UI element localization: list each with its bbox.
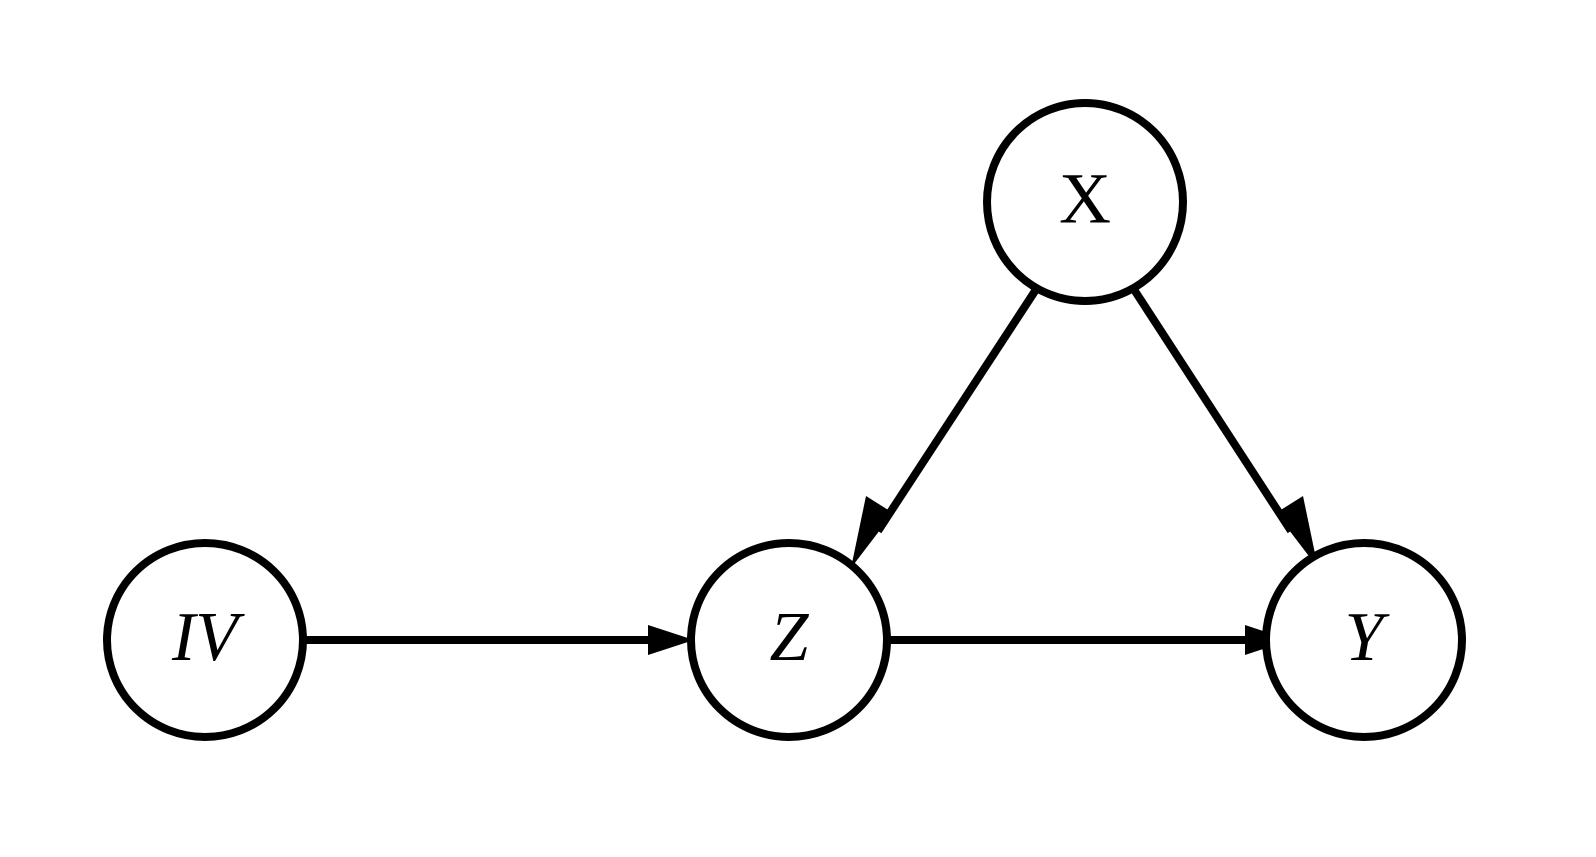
edge-x-to-z-arrowhead xyxy=(851,496,893,568)
node-x-label: X xyxy=(1059,159,1111,239)
edge-layer xyxy=(304,285,1318,655)
edge-x-to-z-line xyxy=(874,285,1041,534)
edge-iv-to-z-arrowhead xyxy=(648,625,694,655)
edge-x-to-z[interactable] xyxy=(851,285,1041,568)
node-x-circle xyxy=(983,99,1187,305)
node-z-label: Z xyxy=(770,599,810,676)
node-y-circle xyxy=(1262,539,1466,741)
edge-x-to-y[interactable] xyxy=(1129,285,1318,568)
node-z[interactable]: Z xyxy=(687,539,891,741)
node-z-circle xyxy=(687,539,891,741)
edge-x-to-y-line xyxy=(1129,285,1295,534)
edge-iv-to-z[interactable] xyxy=(304,625,694,655)
node-iv[interactable]: IV xyxy=(103,539,307,741)
node-iv-circle xyxy=(103,539,307,741)
edge-x-to-y-arrowhead xyxy=(1276,496,1318,568)
node-y-label: Y xyxy=(1345,599,1391,676)
node-y[interactable]: Y xyxy=(1262,539,1466,741)
node-x[interactable]: X xyxy=(983,99,1187,305)
node-iv-label: IV xyxy=(171,599,245,676)
edge-z-to-y[interactable] xyxy=(888,625,1290,655)
node-layer: IV Z Y X xyxy=(103,99,1466,741)
